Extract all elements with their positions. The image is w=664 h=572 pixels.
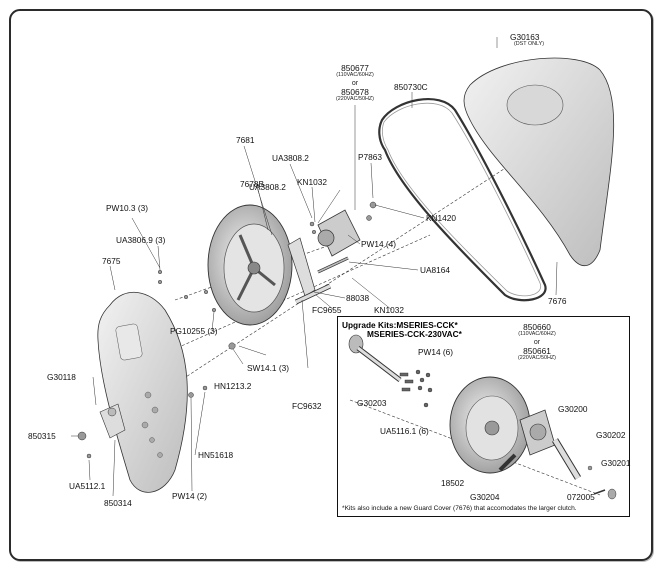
label-or-1: or	[351, 80, 359, 87]
label-PW10-3: PW10.3 (3)	[106, 203, 148, 213]
key-G30204	[498, 453, 517, 472]
label-850315: 850315	[28, 431, 56, 441]
label-PG10255: PG10255 (3)	[170, 326, 218, 336]
belt-850730C	[378, 98, 547, 302]
label-850677: 850677	[341, 63, 369, 73]
label-HN51618: HN51618	[198, 450, 234, 460]
label-UA3806-9: UA3806.9 (3)	[116, 235, 166, 245]
cover-bulge	[506, 84, 564, 126]
guard-holes	[141, 391, 163, 458]
upgrade-kit-box	[337, 316, 630, 517]
label-850314: 850314	[104, 498, 132, 508]
label-7676: 7676	[548, 296, 567, 306]
label-G30202: G30202	[596, 430, 626, 440]
label-G30201: G30201	[601, 458, 631, 468]
screw-072005	[593, 489, 606, 495]
label-KN1032: KN1032	[374, 305, 404, 315]
label-850661: 850661	[523, 346, 551, 356]
label-P7863: P7863	[358, 152, 382, 162]
label-G30200: G30200	[558, 404, 588, 414]
clutch-hub	[317, 229, 335, 247]
label-88038: 88038	[346, 293, 370, 303]
label-7678B: 7678B	[240, 179, 264, 189]
label-850730C: 850730C	[394, 82, 428, 92]
belt-inner-edge	[381, 102, 541, 297]
label-FC9632: FC9632	[292, 401, 322, 411]
washer-G30202	[587, 465, 593, 471]
label-PW14-6: PW14 (6)	[418, 347, 454, 357]
upgrade-title-line2: MSERIES-CCK-230VAC*	[367, 329, 462, 339]
guard-window	[115, 323, 143, 361]
nut-G30201	[607, 488, 617, 500]
label-850660-spec: (110VAC/60HZ)	[518, 331, 556, 337]
label-G30203: G30203	[357, 398, 387, 408]
leader-lines	[71, 37, 558, 497]
label-G30118: G30118	[47, 372, 76, 382]
drive-guard-7675	[97, 291, 188, 493]
bracket-850314	[99, 403, 126, 439]
label-UA5116-1: UA5116.1 (6)	[380, 426, 429, 436]
label-UA8164: UA8164	[420, 265, 450, 275]
upgrade-footnote: *Kits also include a new Guard Cover (76…	[342, 505, 577, 512]
bolts-UA5116	[399, 369, 433, 408]
label-850678: 850678	[341, 87, 369, 97]
label-KN1032-top: KN1032	[297, 177, 327, 187]
small-hardware	[77, 201, 377, 459]
label-SW14-1: SW14.1 (3)	[247, 363, 289, 373]
upgrade-kit-art	[348, 334, 617, 500]
label-850660: 850660	[523, 322, 551, 332]
label-FC9655: FC9655	[312, 305, 342, 315]
label-or-2: or	[533, 339, 541, 346]
pulley-hub	[247, 261, 261, 275]
label-PW14-4: PW14 (4)	[361, 239, 397, 249]
label-UA5112-1: UA5112.1	[69, 481, 106, 491]
bracket-88038	[287, 237, 316, 297]
label-UA3808-2-top: UA3808.2	[272, 153, 309, 163]
label-HN1213-2: HN1213.2	[214, 381, 252, 391]
label-G30163-note: (DST ONLY)	[513, 41, 545, 47]
label-18502: 18502	[441, 478, 465, 488]
label-850678-spec: (220VAC/50HZ)	[336, 96, 374, 102]
label-G30204: G30204	[470, 492, 500, 502]
label-UA3808-2: UA3808.2	[249, 182, 286, 192]
upgrade-title-line1: Upgrade Kits:MSERIES-CCK*	[342, 320, 458, 330]
label-PW14-2: PW14 (2)	[172, 491, 208, 501]
label-7681: 7681	[236, 135, 255, 145]
label-072005: 072005	[567, 492, 595, 502]
label-G30163: G30163	[510, 32, 540, 42]
knob-G30118	[107, 407, 117, 417]
label-KN1420: KN1420	[426, 213, 456, 223]
label-850677-spec: (110VAC/60HZ)	[336, 72, 374, 78]
label-850661-spec: (220VAC/50HZ)	[518, 355, 556, 361]
guard-cover-7676	[463, 57, 615, 267]
bolt-UA8164	[317, 256, 349, 274]
label-7675: 7675	[102, 256, 121, 266]
